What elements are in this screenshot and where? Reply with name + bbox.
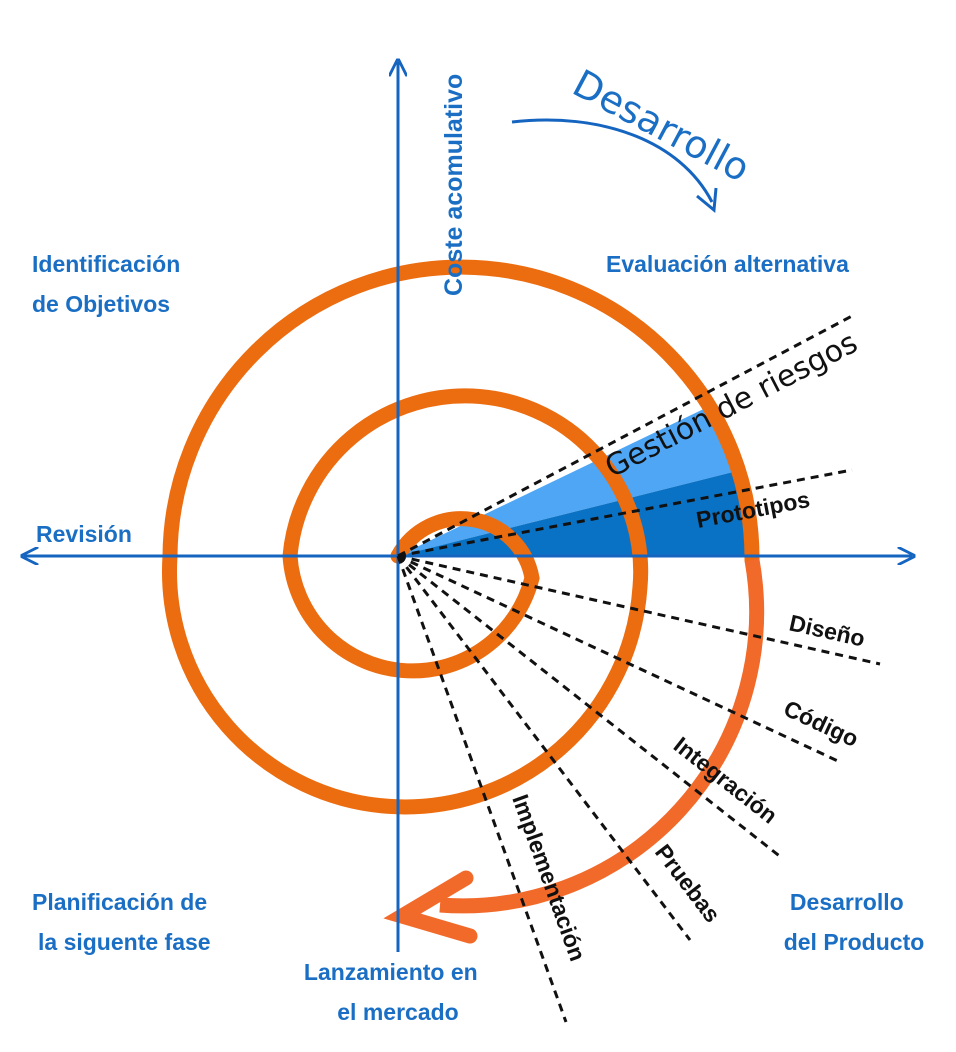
development-arrowhead xyxy=(696,187,718,213)
development-arrow xyxy=(511,118,714,203)
bottom-right-line-1: Desarrollo xyxy=(790,889,904,915)
bottom-right-quadrant-label: Desarrollo del Producto xyxy=(784,889,925,955)
top-left-quadrant-label: Identificación de Objetivos xyxy=(32,251,187,317)
implementation-dashed-line xyxy=(396,555,568,1023)
prototypes-dashed-line xyxy=(397,468,853,558)
top-right-quadrant-label: Evaluación alternativa xyxy=(606,251,849,277)
spiral-arrowhead xyxy=(383,870,478,944)
vertical-axis-label: Coste acomulativo xyxy=(440,74,468,296)
bottom-left-quadrant-label: Planificación de la siguente fase xyxy=(32,889,214,955)
bottom-center-line-1: Lanzamiento en xyxy=(304,959,478,985)
risk-dashed-line xyxy=(397,314,853,558)
spiral-path xyxy=(162,259,760,815)
bottom-left-line-2: la siguente fase xyxy=(38,929,211,955)
bottom-left-line-1: Planificación de xyxy=(32,889,207,915)
development-label: Desarrollo xyxy=(566,61,757,191)
code-dashed-line xyxy=(397,554,841,764)
design-dashed-line xyxy=(397,554,881,666)
tests-label: Pruebas xyxy=(650,839,726,927)
bottom-center-label: Lanzamiento en el mercado xyxy=(304,959,484,1025)
bottom-center-line-2: el mercado xyxy=(337,999,458,1025)
code-label: Código xyxy=(780,695,863,752)
integration-dashed-line xyxy=(397,554,783,860)
top-left-line-2: de Objetivos xyxy=(32,291,170,317)
bottom-right-line-2: del Producto xyxy=(784,929,925,955)
spiral-final-arrow xyxy=(439,558,765,914)
risk-wedge-mid xyxy=(398,470,751,556)
left-review-label: Revisión xyxy=(36,521,132,547)
top-left-line-1: Identificación xyxy=(32,251,180,277)
tests-dashed-line xyxy=(396,555,692,941)
